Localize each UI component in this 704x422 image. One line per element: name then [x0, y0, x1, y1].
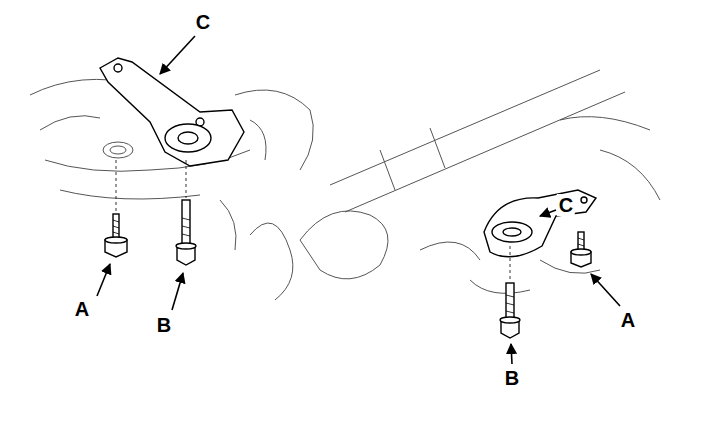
callout-letter: B: [503, 367, 521, 389]
callout-letter: A: [619, 309, 637, 331]
callout-letter: C: [557, 194, 575, 216]
callout-letter: A: [73, 298, 91, 320]
callout-letter: B: [155, 314, 173, 336]
callout-letter: C: [194, 11, 212, 33]
